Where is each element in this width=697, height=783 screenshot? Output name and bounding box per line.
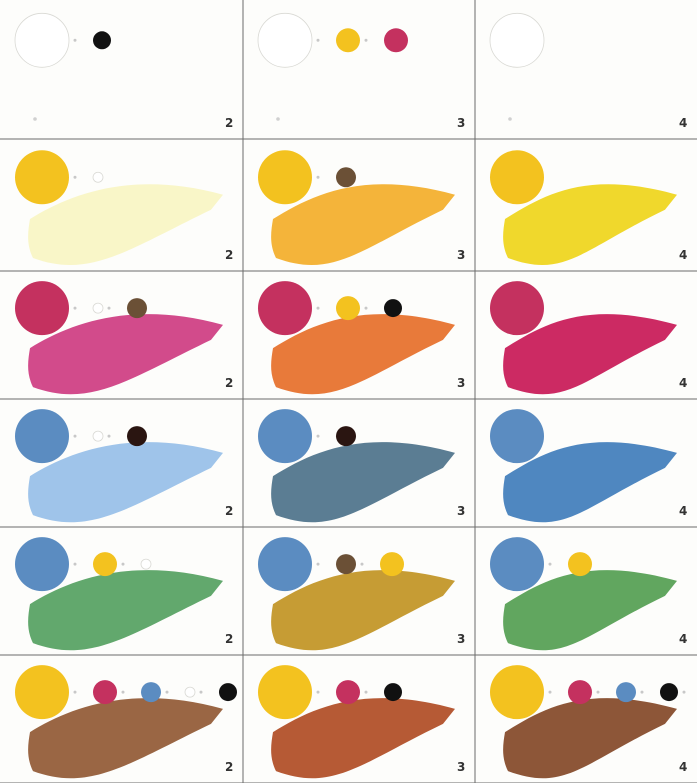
black-swatch [93, 31, 111, 49]
blue-swatch [15, 409, 69, 463]
small-mark-dot [508, 117, 512, 121]
mix-connector-dot [361, 563, 364, 566]
cell-number-label: 4 [679, 376, 687, 390]
blue-swatch [490, 409, 544, 463]
mix-connector-dot [108, 307, 111, 310]
mix-connector-dot [74, 307, 77, 310]
cell-number-label: 4 [679, 116, 687, 130]
mix-connector-dot [317, 563, 320, 566]
white-swatch [141, 559, 151, 569]
mix-connector-dot [317, 691, 320, 694]
black-swatch [219, 683, 237, 701]
cell-number-label: 4 [679, 504, 687, 518]
cell-number-label: 3 [457, 376, 465, 390]
mix-connector-dot [74, 435, 77, 438]
mix-connector-dot [74, 691, 77, 694]
blue-swatch [616, 682, 636, 702]
mix-connector-dot [74, 176, 77, 179]
cell-number-label: 3 [457, 116, 465, 130]
dark-brown-swatch [127, 426, 147, 446]
white-swatch [490, 13, 544, 67]
cell-number-label: 3 [457, 248, 465, 262]
brown-mix-swatch [336, 554, 356, 574]
mix-connector-dot [74, 39, 77, 42]
cell-number-label: 2 [225, 504, 233, 518]
cell-number-label: 3 [457, 632, 465, 646]
mix-connector-dot [122, 563, 125, 566]
mix-connector-dot [200, 691, 203, 694]
blue-swatch [258, 409, 312, 463]
mix-connector-dot [683, 691, 686, 694]
white-swatch [93, 303, 103, 313]
mix-connector-dot [597, 691, 600, 694]
mix-connector-dot [317, 39, 320, 42]
mix-connector-dot [108, 435, 111, 438]
blue-swatch [141, 682, 161, 702]
mix-connector-dot [122, 691, 125, 694]
yellow-swatch [490, 665, 544, 719]
cell-number-label: 3 [457, 760, 465, 774]
white-swatch [93, 431, 103, 441]
mix-connector-dot [317, 307, 320, 310]
mix-connector-dot [365, 691, 368, 694]
yellow-swatch [15, 665, 69, 719]
mix-connector-dot [166, 691, 169, 694]
yellow-swatch [258, 665, 312, 719]
magenta-swatch [258, 281, 312, 335]
mix-connector-dot [365, 39, 368, 42]
white-swatch [258, 13, 312, 67]
cell-number-label: 2 [225, 760, 233, 774]
cell-number-label: 2 [225, 116, 233, 130]
cell-number-label: 4 [679, 248, 687, 262]
blue-swatch [490, 537, 544, 591]
magenta-swatch [384, 28, 408, 52]
yellow-swatch [568, 552, 592, 576]
black-swatch [384, 299, 402, 317]
yellow-swatch [15, 150, 69, 204]
mix-connector-dot [74, 563, 77, 566]
black-swatch [384, 683, 402, 701]
mix-connector-dot [641, 691, 644, 694]
yellow-swatch [336, 28, 360, 52]
cell-number-label: 4 [679, 632, 687, 646]
magenta-swatch [490, 281, 544, 335]
mix-connector-dot [317, 435, 320, 438]
white-swatch [15, 13, 69, 67]
yellow-swatch [490, 150, 544, 204]
mix-connector-dot [317, 176, 320, 179]
blue-swatch [15, 537, 69, 591]
cell-number-label: 2 [225, 248, 233, 262]
small-mark-dot [276, 117, 280, 121]
brown-mix-swatch [336, 167, 356, 187]
yellow-swatch [93, 552, 117, 576]
mix-connector-dot [549, 563, 552, 566]
cell-number-label: 2 [225, 376, 233, 390]
dark-brown-swatch [336, 426, 356, 446]
blue-swatch [258, 537, 312, 591]
magenta-swatch [93, 680, 117, 704]
cell-number-label: 3 [457, 504, 465, 518]
mix-connector-dot [549, 691, 552, 694]
yellow-swatch [336, 296, 360, 320]
white-swatch [185, 687, 195, 697]
yellow-swatch [380, 552, 404, 576]
mix-connector-dot [365, 307, 368, 310]
magenta-swatch [336, 680, 360, 704]
small-mark-dot [33, 117, 37, 121]
cell-number-label: 4 [679, 760, 687, 774]
magenta-swatch [568, 680, 592, 704]
white-swatch [93, 172, 103, 182]
yellow-swatch [258, 150, 312, 204]
magenta-swatch [15, 281, 69, 335]
black-swatch [660, 683, 678, 701]
brown-mix-swatch [127, 298, 147, 318]
cell-number-label: 2 [225, 632, 233, 646]
